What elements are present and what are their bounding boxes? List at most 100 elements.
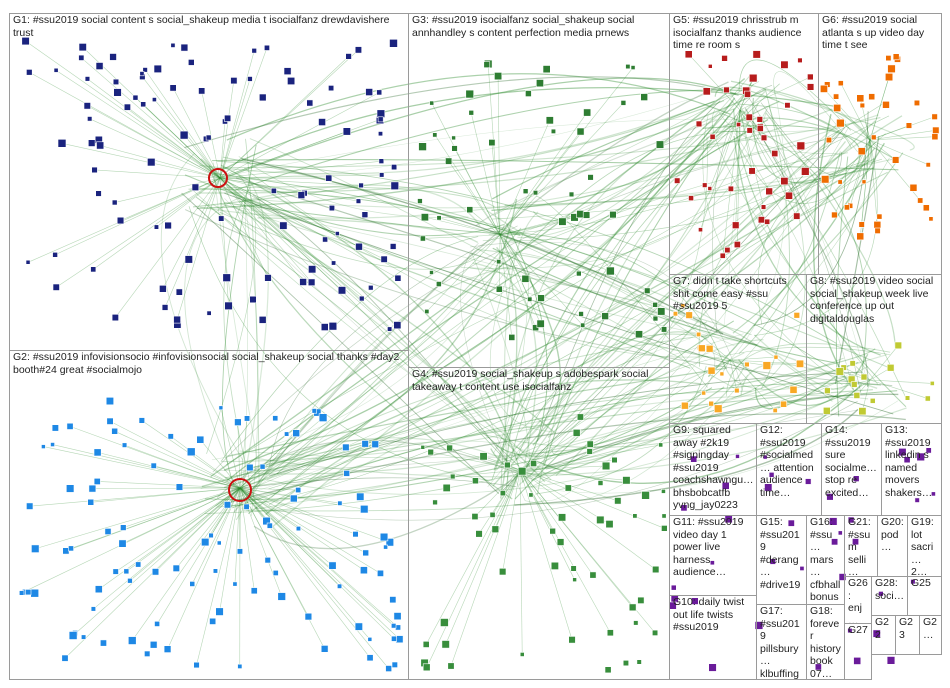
edge [491,83,780,481]
edge [239,487,390,543]
node [870,134,877,141]
node [87,498,95,506]
edge [219,119,381,179]
nodes [18,36,940,674]
node [100,639,107,647]
edge [476,248,833,402]
node [589,571,597,579]
node [378,158,385,164]
edge [212,135,848,473]
edge [487,63,501,236]
edge [839,139,871,183]
node [537,294,545,302]
node [112,568,119,575]
edge [238,437,514,475]
edge [122,487,241,544]
group-g19-label: G19: lot sacri… 2… [911,516,934,577]
edge [532,100,734,222]
node [601,312,609,320]
node [328,321,338,331]
node [258,315,267,324]
node [304,612,313,621]
edge [219,183,510,464]
edge [219,177,313,270]
node [744,361,750,368]
edge [722,117,896,160]
node [94,585,103,594]
edge [422,234,501,239]
edge [520,346,890,474]
edge [239,487,394,626]
edge [733,135,881,356]
edge [219,177,304,283]
edge [531,384,863,484]
node [489,511,496,518]
edge [184,196,243,465]
edge [144,69,221,179]
edge [219,177,398,326]
edge [201,90,221,179]
edge [247,124,714,515]
node [389,243,397,250]
edge [239,418,248,489]
edge [239,487,267,522]
node [903,456,911,464]
node [427,448,434,456]
edge [239,487,400,640]
node [394,274,402,282]
node [420,444,426,450]
node [135,561,142,568]
group-g16-label: G16: #ssu… mars… cfbhall bonus point… [810,516,841,604]
node [576,413,584,421]
edge [72,487,241,636]
edge [835,156,849,417]
edge [452,469,521,477]
edge [223,186,258,510]
edge [840,122,871,141]
edge [519,469,627,481]
node [652,315,659,322]
node [167,433,174,440]
node [886,363,895,372]
edge [733,109,907,408]
node [622,659,630,667]
edge [70,487,241,549]
edge [199,92,737,175]
edge [195,196,520,467]
node [702,87,711,96]
node [549,527,556,535]
edge [454,148,501,236]
edge [813,114,855,391]
node [684,50,693,59]
node [441,640,450,649]
edge [535,195,708,388]
node [756,125,764,132]
edge [69,426,241,489]
edge [721,359,731,375]
edge [869,116,935,141]
node [797,57,803,63]
node [859,102,865,109]
node [670,584,677,591]
edge [862,379,871,412]
node [925,447,932,454]
edge [499,67,634,236]
group-g1-box: G1: #ssu2019 social content s social_sha… [9,13,409,351]
group-g5-label: G5: #ssu2019 chrisstrub m isocialfanz th… [673,14,802,51]
edge [87,105,221,179]
edge [204,378,846,514]
node [891,156,900,164]
edge [197,186,495,208]
group-g17-label: G17: #ssu2019 pillsbury… klbuffing… caro… [760,605,800,680]
node [311,408,317,414]
edge [225,204,735,347]
edge [739,76,811,111]
node [731,221,740,229]
edge [739,109,785,182]
edge [249,138,735,389]
edge [219,80,235,179]
node [127,577,133,584]
node [522,188,529,194]
edge [499,131,581,236]
